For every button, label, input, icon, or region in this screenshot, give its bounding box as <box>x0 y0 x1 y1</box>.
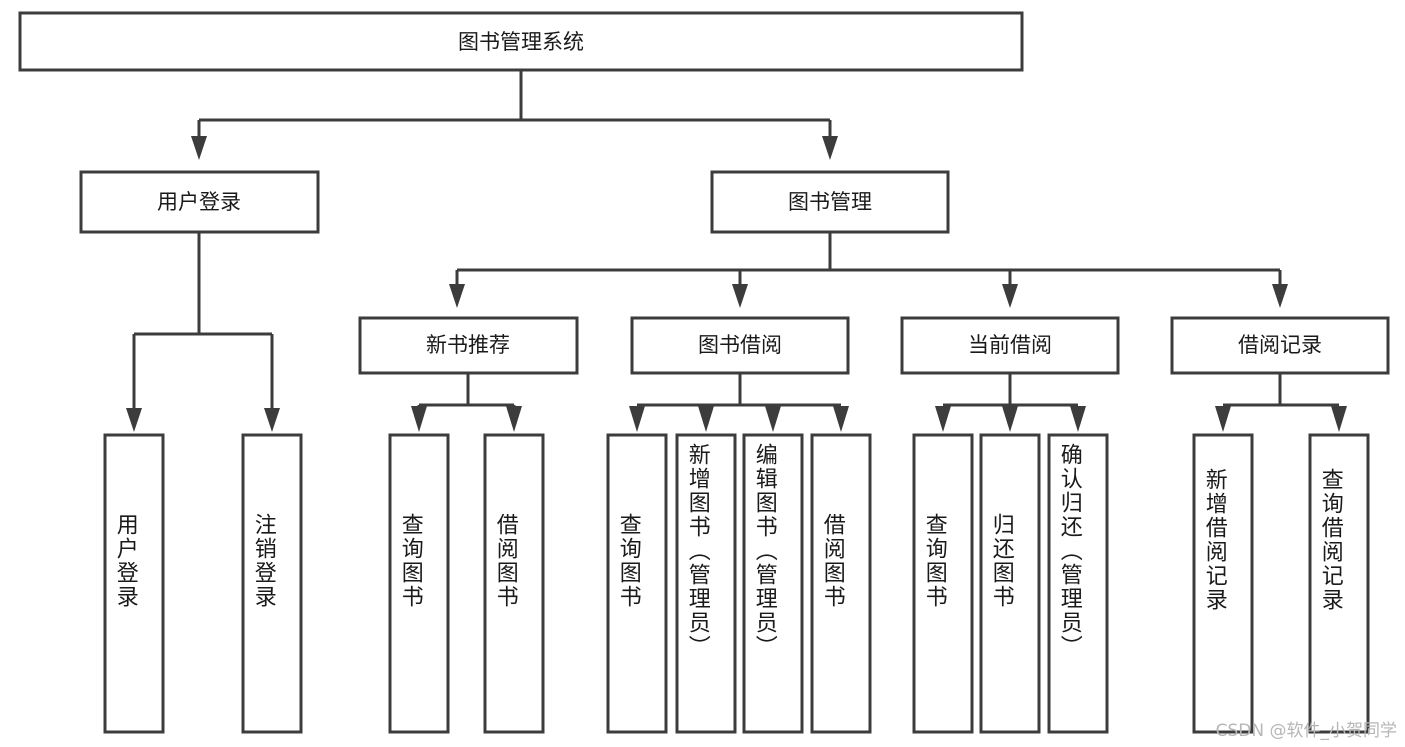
node-current-borrow[interactable]: 当前借阅 <box>900 316 1120 375</box>
node-borrow-record-label: 借阅记录 <box>1238 333 1322 357</box>
node-borrow-record-box[interactable] <box>1170 316 1390 375</box>
arrowhead-to-current-borrow <box>1002 284 1018 308</box>
leaf-return-book[interactable]: 归还图书 <box>979 433 1041 734</box>
leaf-query-book-3-label: 查询图书 <box>922 513 948 609</box>
node-book-borrow-label: 图书借阅 <box>698 333 782 357</box>
leaf-user-login[interactable]: 用户登录 <box>103 433 165 734</box>
leaf-query-record-box[interactable] <box>1308 433 1370 734</box>
node-new-book-recommend-box[interactable] <box>358 316 579 375</box>
arrowhead-to-leaf-user-login <box>126 408 142 432</box>
node-new-book-recommend[interactable]: 新书推荐 <box>358 316 579 375</box>
node-user-login-label: 用户登录 <box>157 190 241 214</box>
leaf-borrow-book-1-box[interactable] <box>483 433 545 734</box>
arrowhead-to-leaf-logout <box>264 408 280 432</box>
leaf-query-book-3[interactable]: 查询图书 <box>912 433 974 734</box>
arrowhead-to-leaf-query-book-2 <box>629 406 645 432</box>
leaf-add-record-box[interactable] <box>1192 433 1254 734</box>
leaf-borrow-book-1[interactable]: 借阅图书 <box>483 433 545 734</box>
node-user-login[interactable]: 用户登录 <box>79 170 320 234</box>
leaf-borrow-book-2-box[interactable] <box>810 433 872 734</box>
leaf-logout[interactable]: 注销登录 <box>241 433 303 734</box>
leaf-edit-book-box[interactable] <box>742 433 804 734</box>
leaf-query-record[interactable]: 查询借阅记录 <box>1308 433 1370 734</box>
arrowhead-to-leaf-confirm-return <box>1070 406 1086 432</box>
leaf-query-book-2-box[interactable] <box>606 433 668 734</box>
arrowhead-to-leaf-add-record <box>1215 406 1231 432</box>
arrowhead-to-leaf-borrow-book-2 <box>833 406 849 432</box>
arrowhead-to-leaf-edit-book <box>765 406 781 432</box>
leaf-add-book-box[interactable] <box>675 433 737 734</box>
arrowhead-to-user-login <box>191 136 207 160</box>
leaf-add-book-label: 新增图书（管理员） <box>685 443 711 659</box>
leaf-add-book[interactable]: 新增图书（管理员） <box>675 433 737 734</box>
arrowhead-to-leaf-query-book-3 <box>935 406 951 432</box>
leaf-borrow-book-2[interactable]: 借阅图书 <box>810 433 872 734</box>
node-book-manage[interactable]: 图书管理 <box>710 170 950 234</box>
leaf-query-book-1-label: 查询图书 <box>398 513 424 609</box>
leaf-query-record-label: 查询借阅记录 <box>1318 468 1344 612</box>
leaf-return-book-box[interactable] <box>979 433 1041 734</box>
leaf-add-record-label: 新增借阅记录 <box>1202 468 1228 612</box>
node-book-manage-label: 图书管理 <box>788 190 872 214</box>
leaf-confirm-return[interactable]: 确认归还（管理员） <box>1047 433 1109 734</box>
leaf-query-book-3-box[interactable] <box>912 433 974 734</box>
csdn-watermark: CSDN @软件_小贺同学 <box>1215 721 1397 741</box>
node-borrow-record[interactable]: 借阅记录 <box>1170 316 1390 375</box>
leaf-user-login-label: 用户登录 <box>113 513 139 609</box>
arrowhead-to-leaf-add-book <box>698 406 714 432</box>
leaf-edit-book[interactable]: 编辑图书（管理员） <box>742 433 804 734</box>
leaf-user-login-box[interactable] <box>103 433 165 734</box>
arrowhead-to-leaf-query-book-1 <box>411 406 427 432</box>
node-root[interactable]: 图书管理系统 <box>18 11 1024 72</box>
leaf-edit-book-label: 编辑图书（管理员） <box>752 443 778 659</box>
leaf-query-book-1-box[interactable] <box>388 433 450 734</box>
node-current-borrow-label: 当前借阅 <box>968 333 1052 357</box>
leaf-return-book-label: 归还图书 <box>989 513 1015 609</box>
leaf-query-book-1[interactable]: 查询图书 <box>388 433 450 734</box>
node-new-book-recommend-label: 新书推荐 <box>426 333 510 357</box>
arrowhead-to-leaf-borrow-book-1 <box>506 406 522 432</box>
leaf-logout-label: 注销登录 <box>251 513 277 609</box>
arrowhead-to-borrow-record <box>1272 284 1288 308</box>
arrowhead-to-leaf-return-book <box>1002 406 1018 432</box>
arrowhead-to-book-manage <box>822 136 838 160</box>
leaf-query-book-2-label: 查询图书 <box>616 513 642 609</box>
node-book-borrow[interactable]: 图书借阅 <box>630 316 850 375</box>
leaf-add-record[interactable]: 新增借阅记录 <box>1192 433 1254 734</box>
node-root-box[interactable] <box>18 11 1024 72</box>
leaf-confirm-return-label: 确认归还（管理员） <box>1057 443 1083 659</box>
leaf-borrow-book-2-label: 借阅图书 <box>820 513 846 609</box>
leaf-logout-box[interactable] <box>241 433 303 734</box>
leaf-query-book-2[interactable]: 查询图书 <box>606 433 668 734</box>
arrowhead-to-book-borrow <box>732 284 748 308</box>
leaf-confirm-return-box[interactable] <box>1047 433 1109 734</box>
node-current-borrow-box[interactable] <box>900 316 1120 375</box>
node-root-label: 图书管理系统 <box>458 30 584 54</box>
node-book-manage-box[interactable] <box>710 170 950 234</box>
arrowhead-to-new-book-recommend <box>449 284 465 308</box>
arrowhead-to-leaf-query-record <box>1331 406 1347 432</box>
leaf-borrow-book-1-label: 借阅图书 <box>493 513 519 609</box>
node-book-borrow-box[interactable] <box>630 316 850 375</box>
